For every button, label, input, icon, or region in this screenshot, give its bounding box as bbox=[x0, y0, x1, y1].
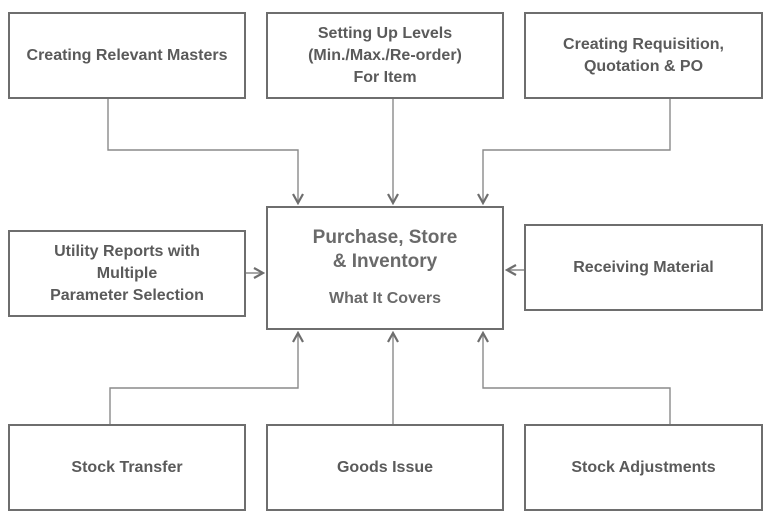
edge-masters-to-center bbox=[107, 99, 298, 203]
node-creating-relevant-masters: Creating Relevant Masters bbox=[8, 12, 246, 99]
node-stock-adjustments: Stock Adjustments bbox=[524, 424, 763, 511]
edge-stock-adjustments-to-center bbox=[483, 333, 671, 424]
node-receiving-material: Receiving Material bbox=[524, 224, 763, 311]
node-stock-transfer: Stock Transfer bbox=[8, 424, 246, 511]
center-node: Purchase, Store & Inventory What It Cove… bbox=[266, 206, 504, 330]
node-label: Goods Issue bbox=[336, 458, 434, 476]
node-label: Stock Transfer bbox=[71, 458, 183, 476]
node-label: (Min./Max./Re-order) bbox=[308, 46, 462, 64]
edge-stock-transfer-to-center bbox=[109, 333, 298, 424]
center-subtitle: What It Covers bbox=[328, 290, 441, 307]
node-label: Creating Requisition, bbox=[563, 35, 724, 53]
center-title-line: Purchase, Store bbox=[312, 227, 458, 248]
node-goods-issue: Goods Issue bbox=[266, 424, 504, 511]
node-label: Creating Relevant Masters bbox=[26, 46, 228, 64]
center-title-line: & Inventory bbox=[332, 251, 438, 272]
node-utility-reports: Utility Reports with Multiple Parameter … bbox=[8, 230, 246, 317]
node-label: Multiple bbox=[96, 264, 158, 282]
node-creating-requisition: Creating Requisition, Quotation & PO bbox=[524, 12, 763, 99]
node-label: Utility Reports with bbox=[54, 242, 200, 260]
node-label: Receiving Material bbox=[573, 258, 714, 276]
node-setting-up-levels: Setting Up Levels (Min./Max./Re-order) F… bbox=[266, 12, 504, 99]
node-label: For Item bbox=[353, 68, 417, 86]
node-label: Stock Adjustments bbox=[571, 458, 716, 476]
edge-requisition-to-center bbox=[483, 99, 671, 203]
node-label: Setting Up Levels bbox=[317, 24, 453, 42]
node-label: Parameter Selection bbox=[50, 286, 204, 304]
node-label: Quotation & PO bbox=[583, 57, 704, 75]
